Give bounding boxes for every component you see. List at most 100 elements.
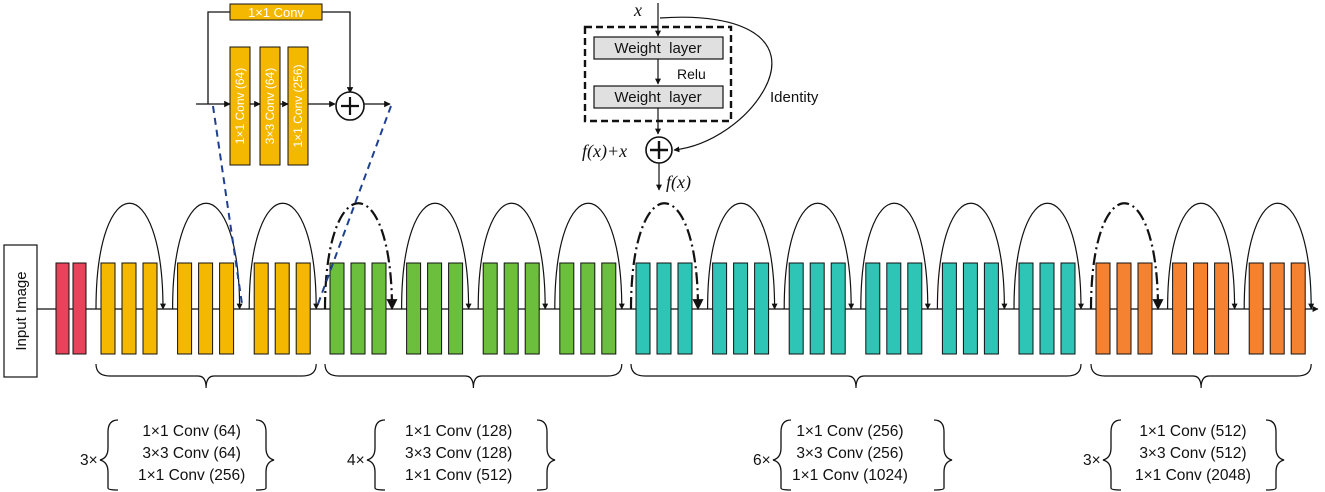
skip-arc-stage2-block1: [323, 202, 398, 311]
stage1-block1-layer1: [100, 262, 116, 355]
stage1-right-curly: [255, 419, 275, 491]
stage4-block3-layer3: [1290, 262, 1306, 355]
bottleneck-layer-1-label: 1×1 Conv (64): [233, 68, 247, 144]
skip-arc-stage2-block4: [554, 202, 625, 310]
skip-arc-stage3-block4: [860, 202, 931, 310]
skip-arc-stage4-block1: [1089, 202, 1164, 311]
relu-label: Relu: [677, 66, 706, 82]
stage3-block3-layer2: [809, 262, 825, 355]
stage1-block1-layer2: [121, 262, 137, 355]
stage2-block1-layer2: [350, 262, 366, 355]
add-icon: [335, 91, 365, 121]
stage2-block2-layer3: [448, 262, 464, 355]
stage3-right-curly: [933, 419, 953, 491]
stage1-block3-layer3: [295, 262, 311, 355]
stage1-block1-layer3: [142, 262, 158, 355]
stage1-multiplier: 3×: [80, 452, 98, 469]
stage3-block4-layer3: [907, 262, 923, 355]
stage2-block1-layer1: [329, 262, 345, 355]
stage4-block1-layer2: [1116, 262, 1132, 355]
skip-arc-stage2-block3: [477, 202, 549, 310]
stage4-right-curly: [1265, 419, 1285, 491]
bottleneck-layer-2: [259, 46, 281, 166]
stage1-layer-stack: 1×1 Conv (64)3×3 Conv (64)1×1 Conv (256): [138, 421, 245, 487]
stage1-block3-layer1: [253, 262, 269, 355]
stage2-block4-layer3: [601, 262, 617, 355]
stage2-layer-stack: 1×1 Conv (128)3×3 Conv (128)1×1 Conv (51…: [405, 421, 512, 487]
stage1-left-curly: [99, 419, 119, 491]
stage4-brace: [1090, 363, 1312, 389]
input-image-label: Input Image: [13, 271, 30, 350]
stage4-layer-3: 1×1 Conv (2048): [1135, 467, 1251, 484]
shortcut-conv-label: 1×1 Conv: [248, 5, 305, 20]
stage1-brace: [95, 363, 317, 389]
stage4-multiplier: 3×: [1083, 452, 1101, 469]
stage2-block4-layer2: [580, 262, 596, 355]
stage3-block5-layer3: [983, 262, 999, 355]
bottleneck-layer-3: [287, 46, 309, 166]
stage4-layer-2: 3×3 Conv (512): [1139, 445, 1247, 462]
stage3-block3-layer3: [830, 262, 846, 355]
stage4-left-curly: [1102, 419, 1122, 491]
stage2-block2-layer1: [406, 262, 422, 355]
stage3-layer-3: 1×1 Conv (1024): [792, 467, 908, 484]
skip-arc-stage2-block2: [401, 202, 472, 310]
stage3-block1-layer1: [635, 262, 651, 355]
bottleneck-layer-1: [229, 46, 251, 166]
stage2-right-curly: [536, 419, 556, 491]
stage3-block1-layer3: [677, 262, 693, 355]
stage-braces: [95, 363, 1312, 389]
skip-connections: [95, 202, 1315, 311]
stage3-block5-layer2: [962, 262, 978, 355]
weight-layer-2-label: Weight layer: [614, 89, 701, 106]
layer-bars: [55, 262, 1306, 355]
stage4-layer-stack: 1×1 Conv (512) 3×3 Conv (512) 1×1 Conv (20…: [1135, 421, 1251, 487]
stage4-block1-layer1: [1095, 262, 1111, 355]
stem-bar-2: [72, 262, 87, 355]
stage3-block4-layer2: [886, 262, 902, 355]
stage3-multiplier: 6×: [753, 452, 771, 469]
stage1-block3-layer2: [274, 262, 290, 355]
skip-arc-stage1-block1: [95, 202, 166, 310]
stage2-multiplier: 4×: [347, 452, 365, 469]
stage2-left-curly: [366, 419, 386, 491]
stage3-layer-stack: 1×1 Conv (256) 3×3 Conv (256) 1×1 Conv (10…: [792, 421, 908, 487]
stage4-block2-layer2: [1193, 262, 1209, 355]
stage2-layer-1: 1×1 Conv (128): [405, 423, 513, 440]
stage3-block2-layer1: [712, 262, 728, 355]
stage4-layer-1: 1×1 Conv (512): [1139, 423, 1247, 440]
stage3-layer-1: 1×1 Conv (256): [796, 423, 904, 440]
skip-arc-stage3-block2: [707, 202, 778, 310]
sum-label: f(x)+x: [582, 141, 627, 162]
stage3-block3-layer1: [788, 262, 804, 355]
skip-arc-stage3-block6: [1013, 202, 1084, 310]
bottleneck-layer-2-label: 3×3 Conv (64): [263, 68, 277, 144]
bottleneck-layer-3-label: 1×1 Conv (256): [291, 64, 305, 147]
stage2-block1-layer3: [371, 262, 387, 355]
stage4-block2-layer1: [1172, 262, 1188, 355]
stage2-block3-layer3: [524, 262, 540, 355]
skip-arc-stage3-block3: [783, 202, 855, 310]
stage1-block2-layer3: [219, 262, 235, 355]
stage1-layer-1: 1×1 Conv (64): [142, 423, 241, 440]
skip-arc-stage1-block3: [248, 202, 320, 310]
stage2-block2-layer2: [427, 262, 443, 355]
stage2-block3-layer2: [503, 262, 519, 355]
skip-arc-stage4-block2: [1167, 202, 1238, 310]
stage3-block6-layer1: [1018, 262, 1034, 355]
stage3-block6-layer3: [1060, 262, 1076, 355]
zoom-lines: [212, 105, 392, 305]
bottleneck-detail: 1×1 Conv 1×1 Conv (64) 3×3 Conv (64) 1×1…: [196, 3, 391, 166]
stage1-block2-layer2: [198, 262, 214, 355]
stage1-block2-layer1: [177, 262, 193, 355]
stage4-block3-layer1: [1248, 262, 1264, 355]
stage3-block4-layer1: [865, 262, 881, 355]
stage2-layer-3: 1×1 Conv (512): [405, 467, 513, 484]
stage4-block2-layer3: [1214, 262, 1230, 355]
output-label: f(x): [666, 172, 691, 193]
stage3-block6-layer2: [1039, 262, 1055, 355]
add-icon-residual: [645, 136, 673, 164]
skip-arc-stage3-block1: [629, 202, 704, 311]
residual-block: x Weight layer Relu Weight layer Identit…: [582, 0, 819, 193]
stage3-layer-2: 3×3 Conv (256): [796, 445, 904, 462]
